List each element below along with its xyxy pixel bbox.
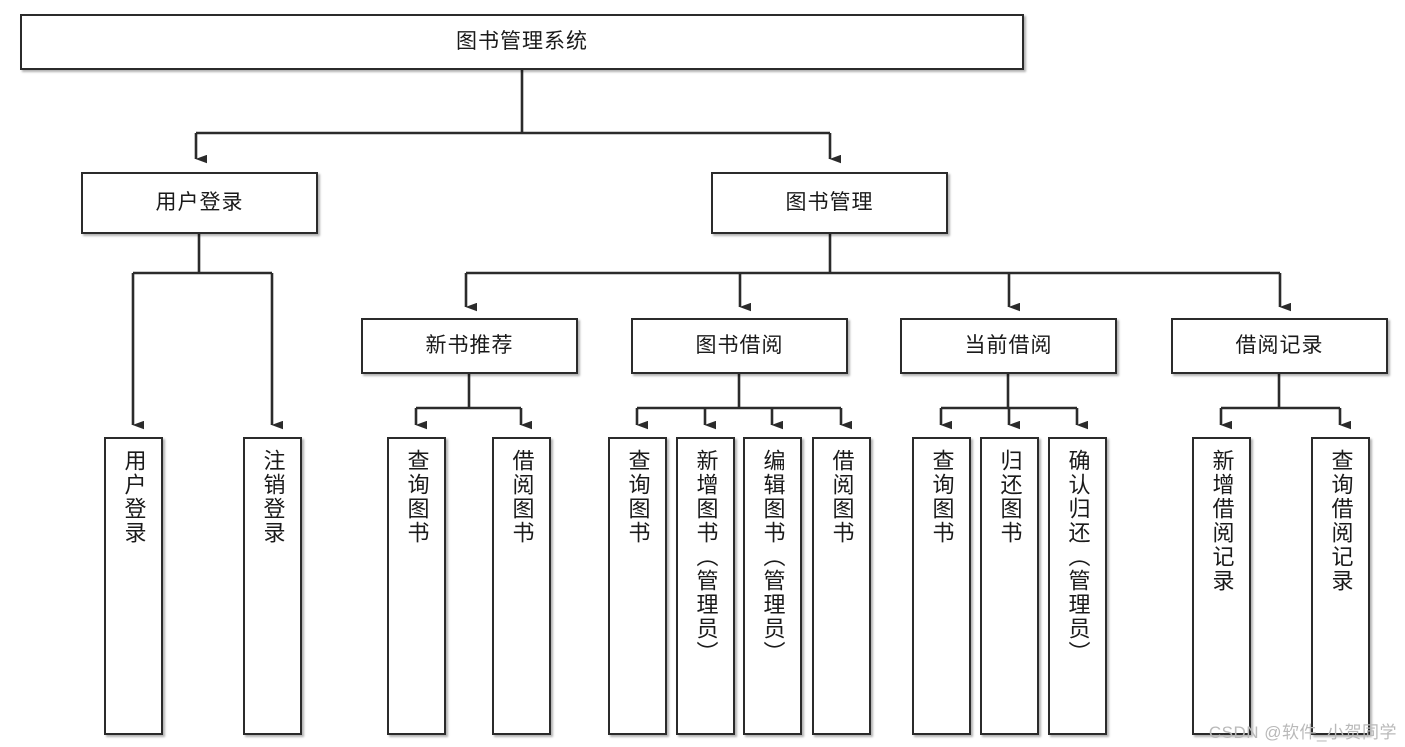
node-leaf-query-book-borrow[interactable]: 查询图书 [608,437,667,735]
node-label: 查询图书 [625,449,651,545]
node-leaf-user-login[interactable]: 用户登录 [104,437,163,735]
node-label: 查询图书 [929,449,955,545]
node-root-book-management-system[interactable]: 图书管理系统 [20,14,1024,70]
node-leaf-query-borrow-record[interactable]: 查询借阅记录 [1311,437,1370,735]
node-label: 新增借阅记录 [1209,449,1235,593]
node-borrow-record[interactable]: 借阅记录 [1171,318,1388,374]
node-label: 新书推荐 [425,334,514,358]
watermark-text: CSDN @软件_小贺同学 [1208,723,1397,742]
node-label: 确认归还（管理员） [1065,449,1091,665]
node-leaf-query-book-current[interactable]: 查询图书 [912,437,971,735]
node-leaf-return-book[interactable]: 归还图书 [980,437,1039,735]
node-label: 用户登录 [121,449,147,545]
node-leaf-confirm-return-admin[interactable]: 确认归还（管理员） [1048,437,1107,735]
node-leaf-borrow-book-recommend[interactable]: 借阅图书 [492,437,551,735]
node-label: 用户登录 [155,191,244,215]
node-leaf-add-borrow-record[interactable]: 新增借阅记录 [1192,437,1251,735]
node-label: 查询图书 [404,449,430,545]
node-leaf-query-book-recommend[interactable]: 查询图书 [387,437,446,735]
node-label: 借阅记录 [1235,334,1324,358]
node-label: 图书借阅 [695,334,784,358]
node-label: 注销登录 [260,449,286,545]
node-label: 查询借阅记录 [1328,449,1354,593]
node-label: 借阅图书 [829,449,855,545]
node-label: 归还图书 [997,449,1023,545]
node-label: 图书管理 [785,191,874,215]
node-label: 当前借阅 [964,334,1053,358]
node-label: 图书管理系统 [456,30,588,54]
node-leaf-borrow-book[interactable]: 借阅图书 [812,437,871,735]
node-book-borrow[interactable]: 图书借阅 [631,318,848,374]
node-user-login[interactable]: 用户登录 [81,172,318,234]
node-current-borrow[interactable]: 当前借阅 [900,318,1117,374]
node-new-book-recommend[interactable]: 新书推荐 [361,318,578,374]
node-label: 新增图书（管理员） [693,449,719,665]
node-leaf-logout[interactable]: 注销登录 [243,437,302,735]
node-leaf-edit-book-admin[interactable]: 编辑图书（管理员） [743,437,802,735]
node-book-management[interactable]: 图书管理 [711,172,948,234]
node-label: 编辑图书（管理员） [760,449,786,665]
node-label: 借阅图书 [509,449,535,545]
node-leaf-add-book-admin[interactable]: 新增图书（管理员） [676,437,735,735]
